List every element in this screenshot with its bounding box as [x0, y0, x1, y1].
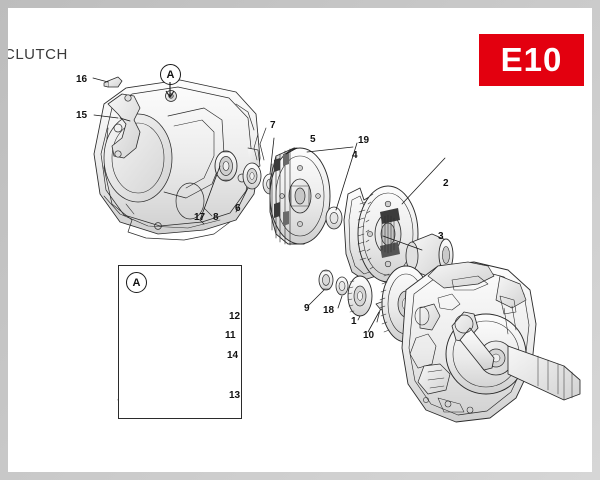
bearing-part-8 [214, 150, 238, 182]
callout-5: 5 [310, 134, 316, 145]
callout-16: 16 [76, 74, 88, 85]
bolt-part-16 [103, 76, 123, 88]
callout-9: 9 [304, 303, 310, 314]
washer-part-4 [325, 206, 343, 230]
callout-7: 7 [270, 120, 276, 131]
page-title: CLUTCH [8, 46, 68, 63]
callout-8: 8 [213, 212, 219, 223]
callout-17: 17 [194, 212, 206, 223]
callout-12: 12 [229, 311, 241, 322]
bearing-part-9 [318, 269, 334, 291]
callout-4: 4 [352, 150, 358, 161]
clutch-basket-part-2 [343, 185, 419, 283]
section-badge-label: E10 [500, 41, 563, 78]
callout-13: 13 [229, 390, 241, 401]
clutch-rotor-part-5 [269, 147, 331, 246]
detail-marker-a: A [126, 272, 147, 293]
callout-6: 6 [235, 203, 241, 214]
crankcase-right [401, 261, 581, 423]
leader-lines [92, 77, 446, 333]
crankcase-left [93, 79, 261, 241]
bearing-part-6 [242, 162, 262, 190]
washer-part-18 [335, 276, 349, 296]
callout-18: 18 [323, 305, 335, 316]
assembly-marker-arrow-icon [165, 82, 175, 98]
callout-14: 14 [227, 350, 239, 361]
callout-11: 11 [225, 330, 236, 341]
gear-part-1 [347, 275, 373, 317]
callout-19: 19 [358, 135, 370, 146]
callout-2: 2 [443, 178, 449, 189]
section-badge: E10 [479, 34, 584, 86]
diagram-canvas: CLUTCH E10 A A 16 15 7 5 19 4 2 17 8 6 3… [8, 8, 592, 472]
bracket-part-15 [107, 93, 141, 159]
callout-1: 1 [351, 316, 357, 327]
callout-10: 10 [363, 330, 375, 341]
callout-15: 15 [76, 110, 88, 121]
callout-3: 3 [438, 231, 444, 242]
